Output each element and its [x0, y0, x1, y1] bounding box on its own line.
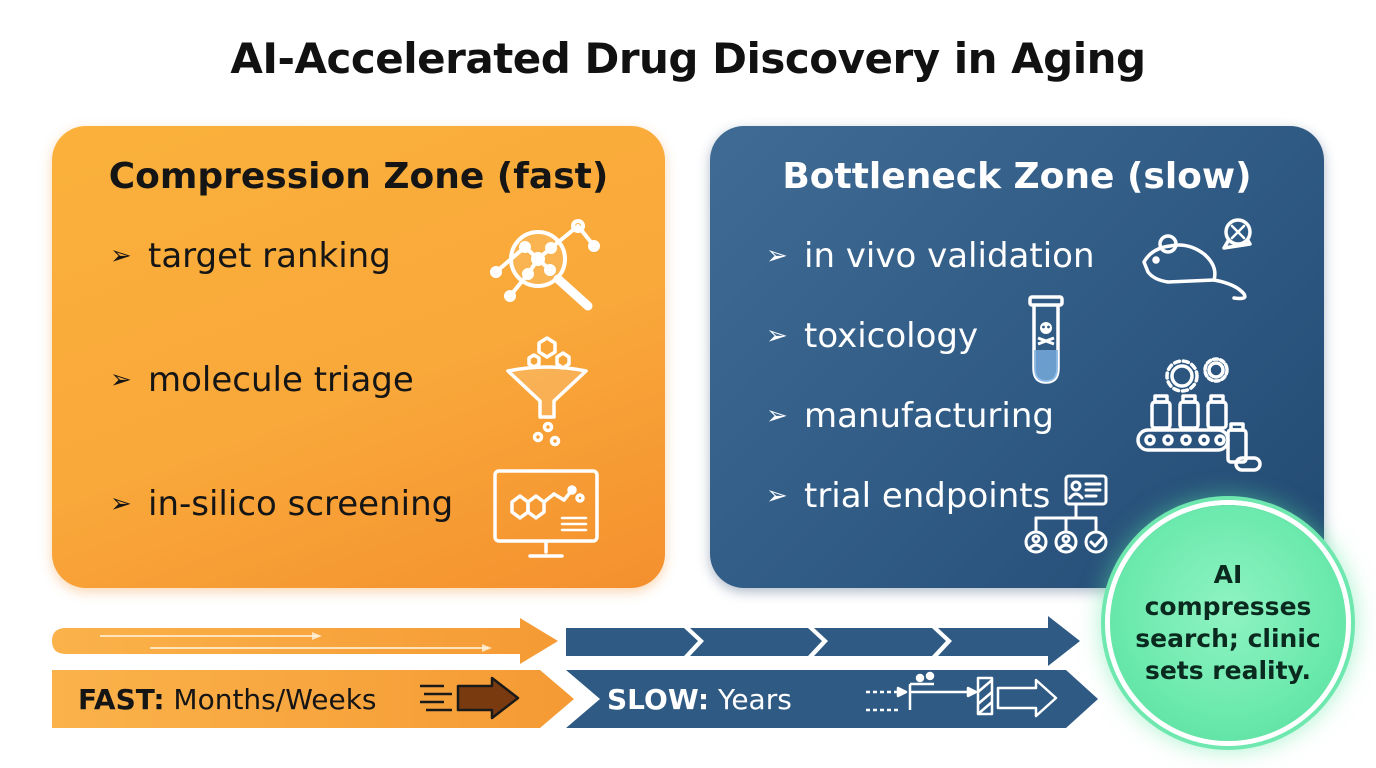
callout-badge: AI compresses search; clinic sets realit…	[1110, 505, 1346, 741]
compression-zone-panel: Compression Zone (fast) ➢target ranking …	[52, 126, 665, 588]
fast-bottom-band	[52, 670, 574, 728]
computer-molecule-icon	[493, 469, 599, 558]
slow-top-chevrons	[566, 616, 1080, 666]
compression-zone-title: Compression Zone (fast)	[108, 156, 609, 197]
patient-hierarchy-icon	[1024, 474, 1108, 554]
process-path-icon	[866, 671, 1058, 718]
fast-top-arrow	[52, 618, 558, 664]
slow-item-trial-endpoints: ➢trial endpoints	[766, 476, 1051, 516]
toxic-test-tube-icon	[1028, 295, 1064, 384]
factory-conveyor-icon	[1136, 357, 1262, 472]
magnifier-network-icon	[490, 219, 600, 311]
fast-item-molecule-triage: ➢molecule triage	[110, 360, 414, 400]
mouse-dna-icon	[1142, 218, 1252, 301]
slow-bottom-band	[566, 670, 1098, 728]
callout-text: AI compresses search; clinic sets realit…	[1135, 560, 1321, 685]
speed-arrow-icon	[420, 676, 520, 720]
funnel-icon	[506, 336, 588, 447]
timeline-arrows	[52, 616, 1098, 728]
page-title: AI-Accelerated Drug Discovery in Aging	[230, 34, 1146, 83]
slow-timeline-label: SLOW: Years	[607, 683, 792, 716]
slow-item-manufacturing: ➢manufacturing	[766, 396, 1054, 436]
fast-timeline-label: FAST: Months/Weeks	[78, 683, 377, 716]
slow-item-in-vivo-validation: ➢in vivo validation	[766, 236, 1095, 276]
fast-item-target-ranking: ➢target ranking	[110, 236, 391, 276]
fast-item-in-silico-screening: ➢in-silico screening	[110, 484, 454, 524]
bottleneck-zone-title: Bottleneck Zone (slow)	[782, 156, 1252, 197]
slow-item-toxicology: ➢toxicology	[766, 316, 979, 356]
